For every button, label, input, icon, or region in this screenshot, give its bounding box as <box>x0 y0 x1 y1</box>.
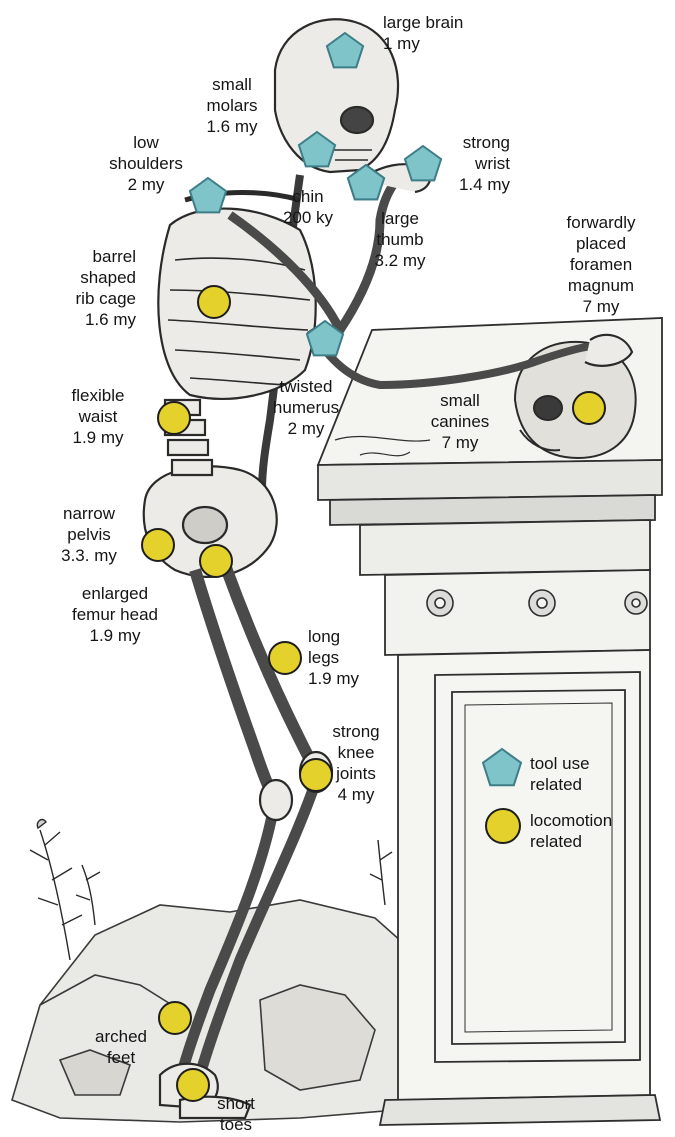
label-flexible-waist: flexible waist 1.9 my <box>58 385 138 448</box>
marker-long-legs <box>269 642 301 674</box>
marker-foramen-magnum <box>573 392 605 424</box>
label-long-legs: long legs 1.9 my <box>308 626 359 689</box>
label-low-shoulders: low shoulders 2 my <box>96 132 196 195</box>
label-large-thumb: large thumb 3.2 my <box>360 208 440 271</box>
plant-left <box>30 820 100 960</box>
marker-barrel-rib-cage <box>198 286 230 318</box>
label-strong-wrist: strong wrist 1.4 my <box>428 132 510 195</box>
label-arched-feet: arched feet <box>76 1026 166 1068</box>
label-foramen-magnum: forwardly placed foramen magnum 7 my <box>548 212 654 317</box>
label-narrow-pelvis: narrow pelvis 3.3. my <box>44 503 134 566</box>
label-femur-head: enlarged femur head 1.9 my <box>56 583 174 646</box>
label-barrel-rib-cage: barrel shaped rib cage 1.6 my <box>40 246 136 330</box>
plant-right <box>370 840 392 905</box>
label-twisted-humerus: twisted humerus 2 my <box>256 376 356 439</box>
label-knee-joints: strong knee joints 4 my <box>316 721 396 805</box>
legend-locomotion-icon <box>486 809 520 843</box>
marker-femur-head <box>200 545 232 577</box>
label-large-brain: large brain 1 my <box>383 12 463 54</box>
label-small-canines: small canines 7 my <box>420 390 500 453</box>
label-chin: chin 200 ky <box>268 186 348 228</box>
label-small-molars: small molars 1.6 my <box>192 74 272 137</box>
marker-narrow-pelvis <box>142 529 174 561</box>
legend-locomotion-label: locomotion related <box>530 810 612 852</box>
marker-flexible-waist <box>158 402 190 434</box>
legend-tool-use-label: tool use related <box>530 753 590 795</box>
label-short-toes: short toes <box>196 1093 276 1135</box>
